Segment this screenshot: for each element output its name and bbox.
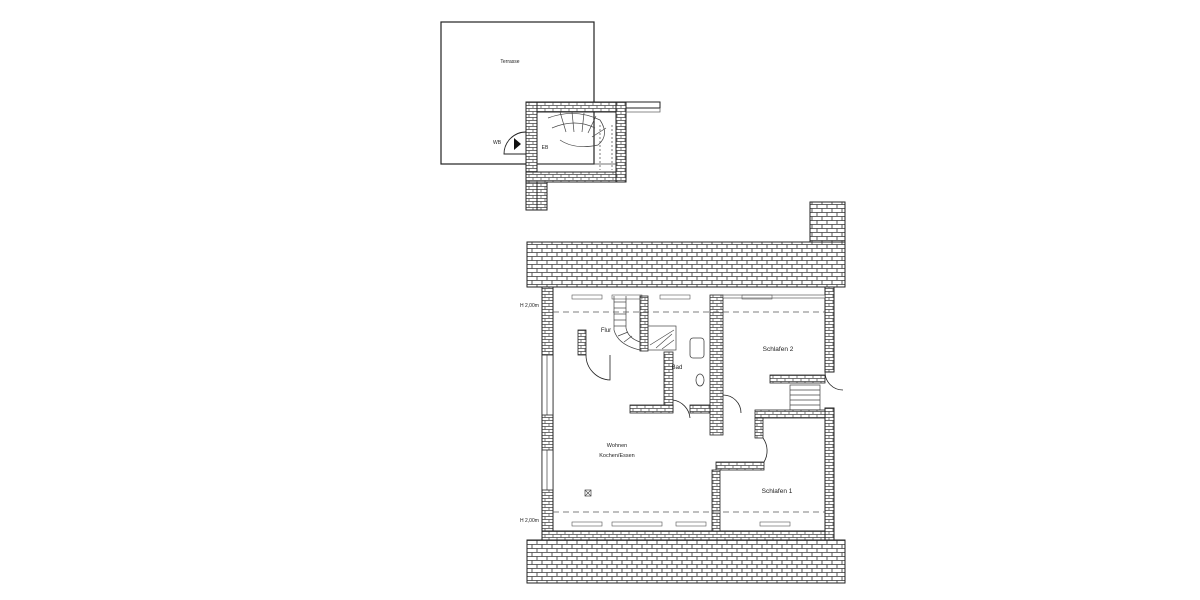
schlafen1-label: Schlafen 1 bbox=[762, 488, 793, 495]
terrace-label: Terrasse bbox=[500, 59, 519, 65]
eb-label: EB bbox=[542, 145, 549, 151]
arrow-marker-icon bbox=[514, 138, 521, 150]
terrace-area: Terrasse bbox=[440, 21, 595, 165]
roof-band-bottom bbox=[526, 539, 846, 584]
spiral-stair-upper bbox=[547, 111, 613, 170]
schlafen2-label: Schlafen 2 bbox=[763, 346, 794, 353]
roof-band-top bbox=[526, 241, 846, 288]
main-walls bbox=[541, 286, 844, 541]
height-label-top: H 2,00m bbox=[520, 303, 539, 309]
stair-exit-right bbox=[789, 384, 821, 411]
flur-label: Flur bbox=[601, 328, 611, 334]
toilet-icon bbox=[695, 373, 705, 387]
kochen-essen-label: Kochen/Essen bbox=[599, 453, 634, 459]
height-label-bottom: H 2,00m bbox=[520, 518, 539, 524]
bad-label: Bad bbox=[672, 365, 683, 371]
wb-label: WB bbox=[493, 140, 502, 146]
stair-block-upper: WB EB bbox=[493, 101, 661, 211]
stair-lower bbox=[613, 296, 641, 351]
sink-icon bbox=[689, 337, 705, 359]
wohnen-label: Wohnen bbox=[607, 443, 627, 449]
